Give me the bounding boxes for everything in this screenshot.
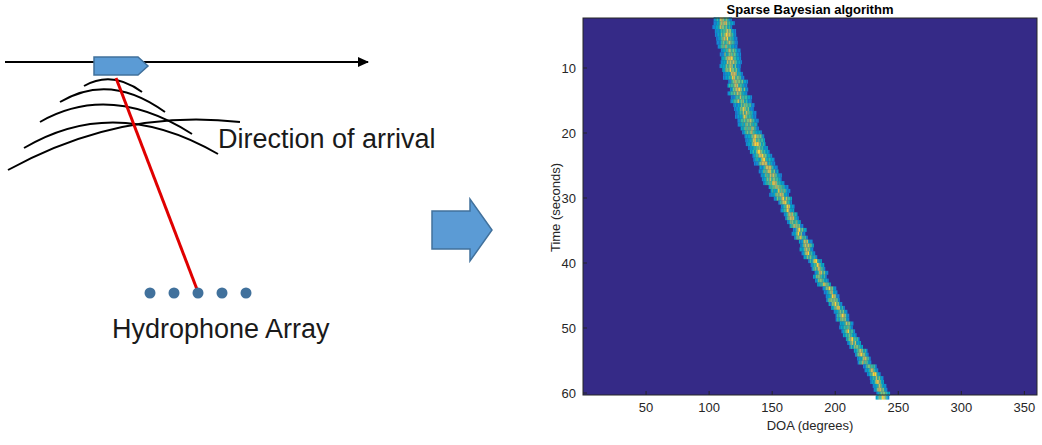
hydrophone-array <box>145 288 252 299</box>
ship-symbol <box>94 57 148 75</box>
annotation: Direction of arrival <box>218 124 436 155</box>
tick-label: 30 <box>562 191 576 206</box>
tick-label: 150 <box>761 400 783 415</box>
tick-label: 20 <box>562 126 576 141</box>
tick-label: 40 <box>562 256 576 271</box>
tick-marks <box>583 68 1024 395</box>
tick-label: 10 <box>562 61 576 76</box>
axis-title: Time (seconds) <box>548 163 563 252</box>
chart-title: Sparse Bayesian algorithm <box>727 2 894 17</box>
doa-ray <box>116 78 198 292</box>
plot-frame <box>583 18 1037 395</box>
tick-label: 100 <box>698 400 720 415</box>
block-arrow <box>432 199 492 261</box>
doa-track <box>712 17 890 399</box>
wavefronts <box>8 79 240 170</box>
tick-label: 250 <box>887 400 909 415</box>
tick-label: 50 <box>562 321 576 336</box>
tick-label: 50 <box>639 400 653 415</box>
surface-line <box>5 61 368 63</box>
axis-title: DOA (degrees) <box>767 418 854 433</box>
tick-label: 200 <box>824 400 846 415</box>
tick-label: 300 <box>950 400 972 415</box>
annotation: Hydrophone Array <box>112 314 330 345</box>
tick-label: 350 <box>1014 400 1036 415</box>
plot-area <box>583 18 1037 395</box>
tick-label: 60 <box>562 386 576 401</box>
